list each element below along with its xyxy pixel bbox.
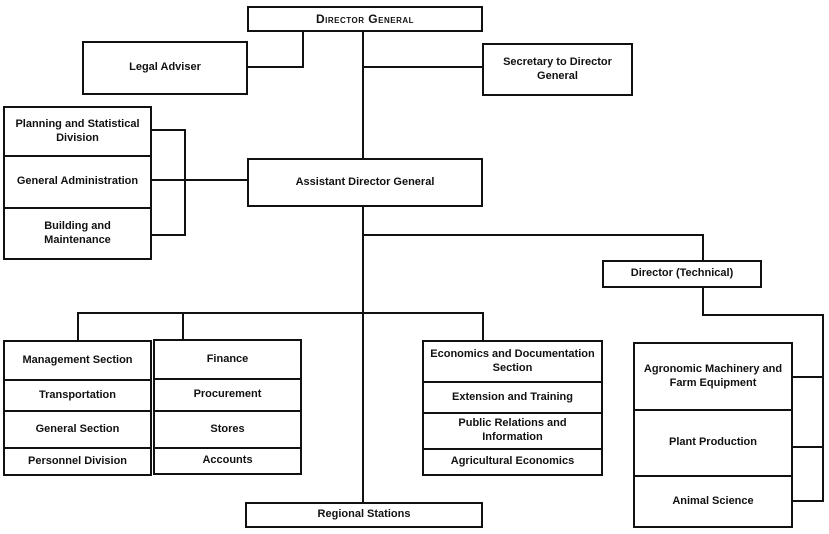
- connector-dg-to-adg: [362, 32, 364, 158]
- node-extension-training: Extension and Training: [424, 383, 601, 414]
- node-public-relations-information: Public Relations and Information: [424, 414, 601, 450]
- node-agronomic-machinery-farm-equipment: Agronomic Machinery and Farm Equipment: [635, 344, 791, 411]
- connector-drop-economics: [482, 312, 484, 340]
- node-legal-adviser: Legal Adviser: [82, 41, 248, 95]
- node-general-section: General Section: [5, 412, 150, 449]
- node-planning-statistical-division: Planning and Statistical Division: [5, 108, 150, 157]
- stack-finance: Finance Procurement Stores Accounts: [153, 339, 302, 475]
- connector-right-stub-animal: [793, 500, 822, 502]
- connector-right-stub-plant: [793, 446, 822, 448]
- connector-drop-management: [77, 312, 79, 340]
- connector-adg-down: [362, 207, 364, 502]
- node-general-administration: General Administration: [5, 157, 150, 209]
- node-agricultural-economics: Agricultural Economics: [450, 455, 575, 468]
- node-personnel-division: Personnel Division: [27, 454, 128, 467]
- node-plant-production: Plant Production: [635, 411, 791, 477]
- stack-technical: Agronomic Machinery and Farm Equipment P…: [633, 342, 793, 528]
- node-finance: Finance: [155, 341, 300, 380]
- connector-technical-feed-h: [362, 234, 704, 236]
- connector-admin-stub-bottom: [150, 234, 186, 236]
- node-economics-documentation-section: Economics and Documentation Section: [424, 342, 601, 383]
- stack-administration: Planning and Statistical Division Genera…: [3, 106, 152, 260]
- node-director-technical: Director (Technical): [602, 260, 762, 288]
- connector-admin-bracket-v: [184, 129, 186, 236]
- node-building-maintenance: Building and Maintenance: [44, 219, 111, 246]
- node-assistant-director-general: Assistant Director General: [247, 158, 483, 207]
- node-director-general: Director General: [247, 6, 483, 32]
- connector-secretary-stub: [362, 66, 482, 68]
- node-transportation: Transportation: [5, 381, 150, 412]
- node-management-section: Management Section: [5, 342, 150, 381]
- node-regional-stations: Regional Stations: [245, 502, 483, 528]
- connector-drop-finance: [182, 312, 184, 339]
- connector-legal-elbow-v: [302, 32, 304, 68]
- connector-main-distribution: [77, 312, 484, 314]
- stack-management: Management Section Transportation Genera…: [3, 340, 152, 476]
- stack-economics: Economics and Documentation Section Exte…: [422, 340, 603, 476]
- node-stores: Stores: [155, 412, 300, 449]
- node-animal-science: Animal Science: [672, 494, 754, 507]
- connector-legal-elbow-h: [246, 66, 304, 68]
- connector-right-bracket-v: [822, 314, 824, 502]
- node-procurement: Procurement: [155, 380, 300, 412]
- connector-right-stub-agronomic: [793, 376, 822, 378]
- connector-technical-down: [702, 288, 704, 316]
- node-secretary-to-director-general: Secretary to Director General: [482, 43, 633, 96]
- connector-technical-right-h: [702, 314, 824, 316]
- connector-admin-stub-mid: [150, 179, 248, 181]
- node-accounts: Accounts: [202, 454, 253, 467]
- connector-technical-feed-v: [702, 234, 704, 260]
- connector-admin-stub-top: [150, 129, 186, 131]
